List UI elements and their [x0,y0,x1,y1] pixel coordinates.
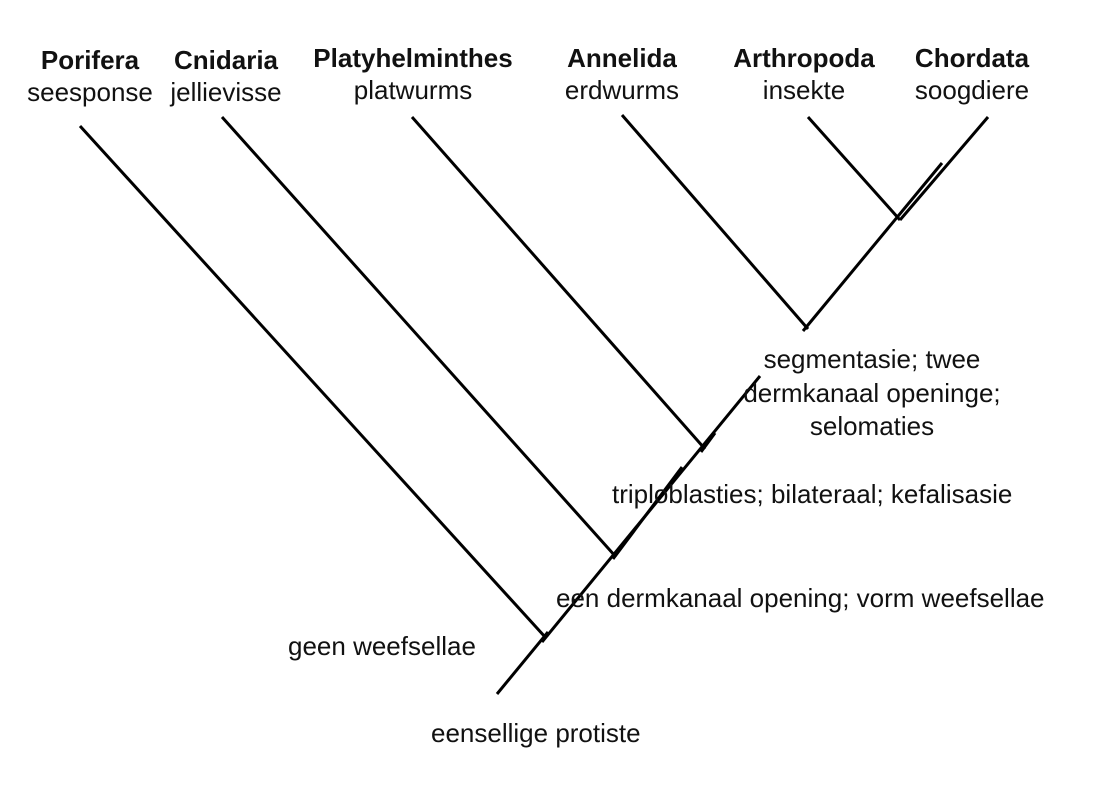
taxon-name: Annelida [567,43,677,73]
character-segmentation-line-2: dermkanaal openinge; [743,378,1001,408]
character-segmentation-line-1: segmentasie; twee [763,344,981,374]
branch-cnidaria [220,115,618,559]
taxon-common-name: insekte [762,75,846,105]
taxon-common-name: platwurms [353,75,473,105]
taxon-common-name: erdwurms [564,75,680,105]
branch-node4-node5 [801,162,944,332]
branch-node2-node3 [611,466,684,560]
branch-chordata [898,116,990,221]
taxon-name: Platyhelminthes [313,43,513,73]
character-triploblasty: triploblasties; bilateraal; kefalisasie [612,479,1013,509]
taxon-common-name: soogdiere [914,75,1030,105]
root-label: eensellige protiste [431,718,641,748]
taxon-cnidaria: Cnidaria jellievisse [170,44,281,108]
taxon-platyhelminthes: Platyhelminthes platwurms [313,42,512,106]
taxon-name: Porifera [40,45,140,75]
taxon-name: Chordata [914,43,1030,73]
taxon-name: Cnidaria [173,45,279,75]
branch-node3-node4 [699,432,717,453]
taxon-chordata: Chordata soogdiere [915,42,1029,106]
character-tissue-layers: een dermkanaal opening; vorm weefsellae [556,583,1045,613]
character-no-tissue: geen weefsellae [288,631,476,661]
taxon-common-name: jellievisse [170,77,282,107]
taxon-arthropoda: Arthropoda insekte [733,42,875,106]
character-segmentation-line-3: selomaties [809,411,935,441]
branch-porifera [78,124,548,640]
taxon-common-name: seesponse [27,77,153,107]
taxon-porifera: Porifera seesponse [27,44,153,108]
branch-platyhelminthes [410,116,707,450]
branch-root [495,631,550,695]
taxon-name: Arthropoda [733,43,875,73]
branch-arthropoda [806,116,902,221]
taxon-annelida: Annelida erdwurms [565,42,679,106]
branch-annelida [620,114,810,330]
